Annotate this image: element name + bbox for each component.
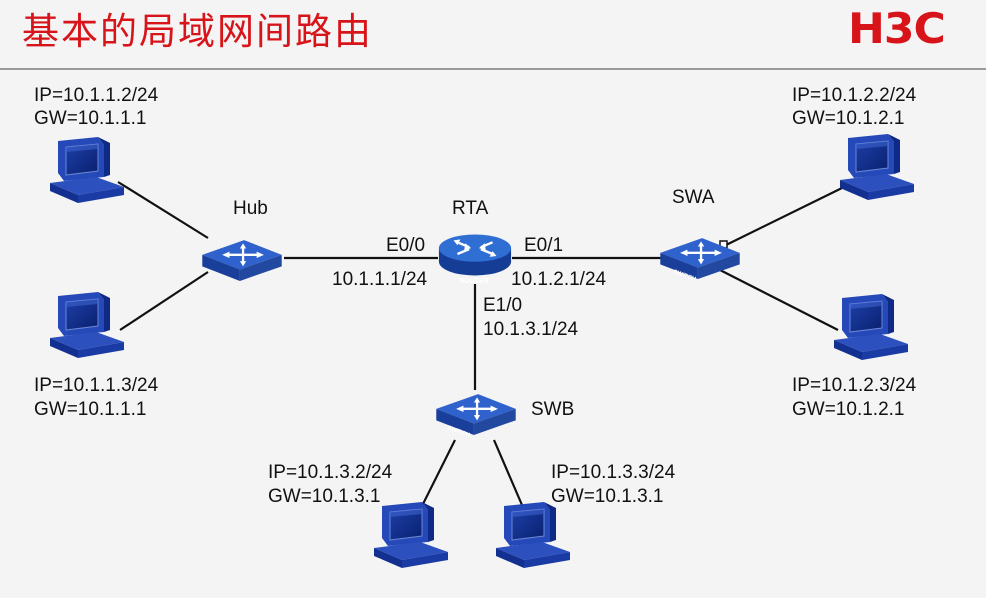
host5-ip: IP=10.1.3.2/24 [268,462,393,483]
link-swa-host4 [719,269,839,331]
title-divider [0,68,986,70]
link-swa-host3 [723,187,843,247]
host6-ip: IP=10.1.3.3/24 [551,462,676,483]
interface-e10-ip: 10.1.3.1/24 [483,319,579,340]
link-host2-hub [119,271,209,331]
host3-gw: GW=10.1.2.1 [792,108,905,129]
router-label: RTA [452,198,489,219]
host5-gw: GW=10.1.3.1 [268,486,381,507]
host2-gw: GW=10.1.1.1 [34,399,147,420]
h3c-logo: H3C [848,4,946,53]
hub-label: Hub [233,198,268,219]
router-icon [437,233,513,277]
host-pc-icon-3 [839,133,915,201]
host4-ip: IP=10.1.2.3/24 [792,375,917,396]
interface-e01-name: E0/1 [524,235,564,256]
host-pc-icon-6 [495,501,571,569]
host2-ip: IP=10.1.1.3/24 [34,375,159,396]
interface-e01-ip: 10.1.2.1/24 [511,269,607,290]
link-host1-hub [117,181,209,239]
interface-e00-ip: 10.1.1.1/24 [332,269,428,290]
host3-ip: IP=10.1.2.2/24 [792,85,917,106]
swb-label: SWB [531,399,575,420]
host4-gw: GW=10.1.2.1 [792,399,905,420]
router-badge: ROUTER [459,278,489,285]
hub-icon [201,239,283,282]
link-swb-host5 [419,439,456,511]
host6-gw: GW=10.1.3.1 [551,486,664,507]
swa-label: SWA [672,187,715,208]
host-pc-icon-4 [833,293,909,361]
link-swb-host6 [492,439,524,506]
host-pc-icon-1 [49,136,125,204]
host1-ip: IP=10.1.1.2/24 [34,85,159,106]
host-pc-icon-5 [373,501,449,569]
interface-e00-name: E0/0 [386,235,426,256]
host1-gw: GW=10.1.1.1 [34,108,147,129]
page-title: 基本的局域网间路由 [22,10,373,53]
network-links [117,181,843,511]
interface-e10-name: E1/0 [483,295,523,316]
host-pc-icon-2 [49,291,125,359]
